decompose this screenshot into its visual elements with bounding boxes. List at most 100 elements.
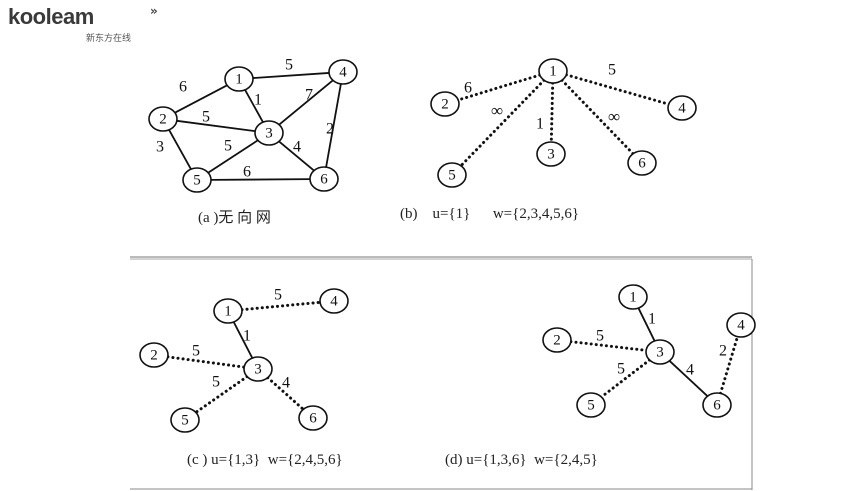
- edge-d-2-3: [569, 340, 648, 352]
- node-circle-b-6: [627, 150, 657, 176]
- edge-weight-a-3-4: 7: [305, 87, 313, 104]
- edge-b-1-4: [564, 73, 671, 106]
- edge-weight-a-1-4: 5: [285, 57, 293, 74]
- node-circle-b-4: [667, 95, 697, 121]
- edge-weight-c-3-5: 5: [212, 374, 220, 391]
- node-circle-d-4: [726, 312, 756, 338]
- edge-weight-a-4-6: 2: [326, 121, 334, 138]
- node-circle-d-6: [702, 392, 732, 418]
- node-label-d-3: 3: [656, 344, 664, 360]
- edge-a-3-6: [278, 140, 315, 172]
- edge-weight-b-1-4: 5: [608, 62, 616, 79]
- node-circle-d-5: [576, 392, 606, 418]
- edge-c-3-6: [266, 376, 305, 411]
- edge-weight-a-1-2: 6: [179, 79, 187, 96]
- node-circle-d-3: [645, 339, 675, 365]
- node-label-d-1: 1: [629, 289, 637, 305]
- edge-weight-b-1-6: ∞: [608, 107, 620, 126]
- edge-a-3-4: [278, 79, 334, 126]
- caption-panel-d: (d) u={1,3,6} w={2,4,5}: [445, 452, 598, 468]
- node-circle-b-1: [538, 58, 568, 84]
- edge-weight-b-1-3: 1: [536, 116, 544, 133]
- edge-a-1-2: [174, 84, 228, 114]
- node-circle-d-1: [618, 284, 648, 310]
- node-circle-c-5: [170, 407, 200, 433]
- node-label-a-3: 3: [265, 125, 273, 141]
- logo-mark-icon: »: [150, 4, 158, 18]
- edge-a-1-4: [252, 72, 330, 79]
- edge-weight-d-6-4: 2: [719, 343, 727, 360]
- node-circle-c-1: [213, 298, 243, 324]
- node-circle-a-2: [148, 106, 178, 132]
- edge-d-6-4: [718, 335, 740, 395]
- caption-panel-b: (b) u={1} w={2,3,4,5,6}: [400, 206, 580, 222]
- node-label-c-5: 5: [181, 412, 189, 428]
- edge-d-1-3: [637, 307, 656, 342]
- node-circle-a-1: [224, 66, 254, 92]
- edge-a-2-3: [176, 119, 256, 133]
- edge-weight-c-2-3: 5: [192, 343, 200, 360]
- edge-a-5-6: [210, 178, 311, 181]
- node-label-d-2: 2: [553, 332, 561, 348]
- edge-b-1-5: [459, 78, 546, 168]
- node-circle-b-2: [430, 91, 460, 117]
- edge-a-3-5: [207, 139, 259, 174]
- edge-weight-a-2-3: 5: [202, 109, 210, 126]
- node-circle-a-6: [309, 166, 339, 192]
- edge-weight-c-3-6: 4: [282, 375, 290, 392]
- edge-weight-a-5-6: 6: [243, 164, 251, 181]
- edge-b-1-2: [456, 73, 542, 102]
- graph-panel-b: 6 5 1 ∞ ∞ 1 2 3 4 5 6: [430, 58, 697, 188]
- edge-a-1-3: [244, 89, 264, 123]
- edge-c-1-4: [240, 300, 322, 312]
- edge-b-1-6: [560, 78, 635, 156]
- logo-wordmark: kooleam: [8, 4, 94, 29]
- node-label-d-5: 5: [587, 397, 595, 413]
- logo-subtitle: 新东方在线: [86, 34, 132, 44]
- node-circle-c-4: [319, 288, 349, 314]
- edge-weight-a-3-5: 5: [224, 138, 232, 155]
- edge-d-3-5: [599, 358, 652, 399]
- node-label-b-6: 6: [638, 155, 646, 171]
- edge-weight-a-2-5: 3: [156, 139, 164, 156]
- edge-weight-a-1-3: 1: [254, 92, 262, 109]
- edge-weight-d-2-3: 5: [596, 328, 604, 345]
- node-label-b-4: 4: [678, 100, 686, 116]
- edge-a-2-5: [168, 129, 192, 170]
- node-label-c-1: 1: [224, 303, 232, 319]
- edge-c-3-5: [194, 375, 249, 414]
- node-circle-c-6: [298, 405, 328, 431]
- node-label-b-3: 3: [547, 146, 555, 162]
- node-label-b-2: 2: [441, 96, 449, 112]
- edge-weight-c-1-4: 5: [274, 287, 282, 304]
- edge-weight-d-1-3: 1: [648, 311, 656, 328]
- edge-weight-c-1-3: 1: [243, 328, 251, 345]
- edge-a-4-6: [325, 83, 342, 168]
- edge-weight-b-1-5: ∞: [491, 101, 503, 120]
- caption-panel-a: (a )无 向 网: [198, 210, 271, 226]
- edge-d-3-6: [668, 360, 709, 397]
- node-circle-d-2: [542, 327, 572, 353]
- node-circle-c-3: [243, 356, 273, 382]
- node-label-b-5: 5: [448, 167, 456, 183]
- node-label-c-3: 3: [254, 361, 262, 377]
- node-circle-a-5: [182, 167, 212, 193]
- edge-b-1-3: [549, 81, 555, 144]
- caption-panel-c: (c ) u={1,3} w={2,4,5,6}: [187, 452, 343, 468]
- edge-weight-d-3-6: 4: [686, 362, 694, 379]
- node-label-c-6: 6: [309, 410, 317, 426]
- node-label-d-4: 4: [737, 317, 745, 333]
- node-circle-b-5: [437, 162, 467, 188]
- edge-weight-b-1-2: 6: [464, 80, 472, 97]
- node-label-b-1: 1: [549, 63, 557, 79]
- kooleam-logo: kooleam » 新东方在线: [8, 4, 168, 48]
- node-circle-a-3: [254, 120, 284, 146]
- node-label-a-4: 4: [339, 64, 347, 80]
- node-label-d-6: 6: [713, 397, 721, 413]
- node-label-a-1: 1: [235, 71, 243, 87]
- node-label-c-2: 2: [150, 347, 158, 363]
- node-label-c-4: 4: [330, 293, 338, 309]
